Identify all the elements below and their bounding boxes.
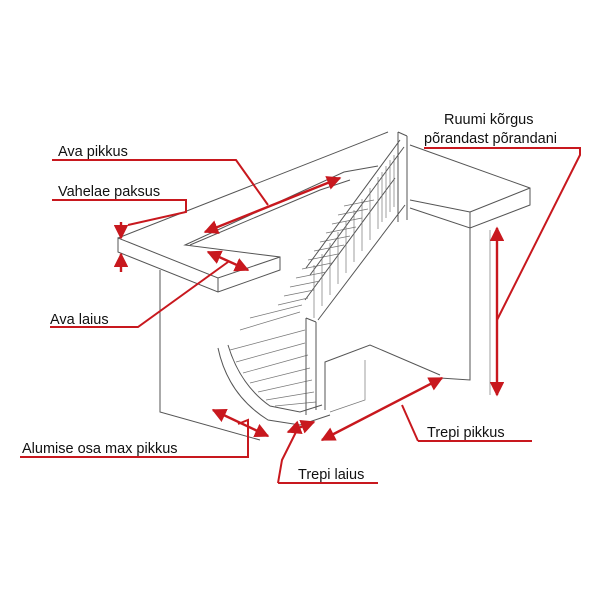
leader-room-height bbox=[424, 147, 581, 321]
left-stringer bbox=[217, 347, 331, 426]
right-landing-slab bbox=[409, 144, 531, 229]
leader-lower-length bbox=[20, 418, 249, 458]
label-opening-width: Ava laius bbox=[50, 312, 109, 328]
winder-treads bbox=[229, 329, 317, 407]
floor-opening bbox=[189, 179, 351, 246]
label-floor-thickness: Vahelae paksus bbox=[58, 184, 160, 200]
staircase bbox=[217, 131, 408, 426]
leader-opening-width bbox=[50, 261, 229, 328]
stair-width-arrow bbox=[286, 419, 316, 435]
balusters bbox=[313, 155, 395, 318]
upper-stringer bbox=[304, 177, 406, 321]
stair-length-arrow bbox=[320, 376, 444, 442]
leader-stair-width bbox=[277, 431, 378, 484]
label-room-height-line2: põrandast põrandani bbox=[424, 131, 557, 147]
floor-edge bbox=[324, 344, 441, 410]
landing-rail bbox=[381, 160, 391, 222]
handrail bbox=[305, 139, 405, 276]
opening-length-arrow bbox=[203, 176, 342, 234]
left-stringer-inner bbox=[227, 344, 323, 413]
label-stair-width: Trepi laius bbox=[298, 467, 364, 483]
lower-winder-lines bbox=[239, 304, 303, 331]
label-lower-part-max-length: Alumise osa max pikkus bbox=[22, 441, 178, 457]
leader-stair-length bbox=[401, 404, 532, 442]
left-wall-edge bbox=[159, 270, 261, 441]
top-newel bbox=[397, 131, 408, 222]
leader-floor-thickness bbox=[52, 199, 187, 226]
leader-opening-length bbox=[52, 159, 269, 206]
label-opening-length: Ava pikkus bbox=[58, 144, 128, 160]
newel-post bbox=[305, 317, 317, 415]
right-wall-edge bbox=[439, 228, 471, 381]
floor-edge-2 bbox=[329, 360, 366, 413]
dimension-arrows bbox=[113, 176, 505, 442]
leader-lines bbox=[20, 147, 581, 484]
opening-width-arrow bbox=[206, 250, 250, 272]
building-structure bbox=[117, 131, 531, 441]
labels: Ava pikkus Vahelae paksus Ava laius Alum… bbox=[22, 112, 557, 483]
label-room-height-line1: Ruumi kõrgus bbox=[444, 112, 533, 128]
label-stair-length: Trepi pikkus bbox=[427, 425, 505, 441]
